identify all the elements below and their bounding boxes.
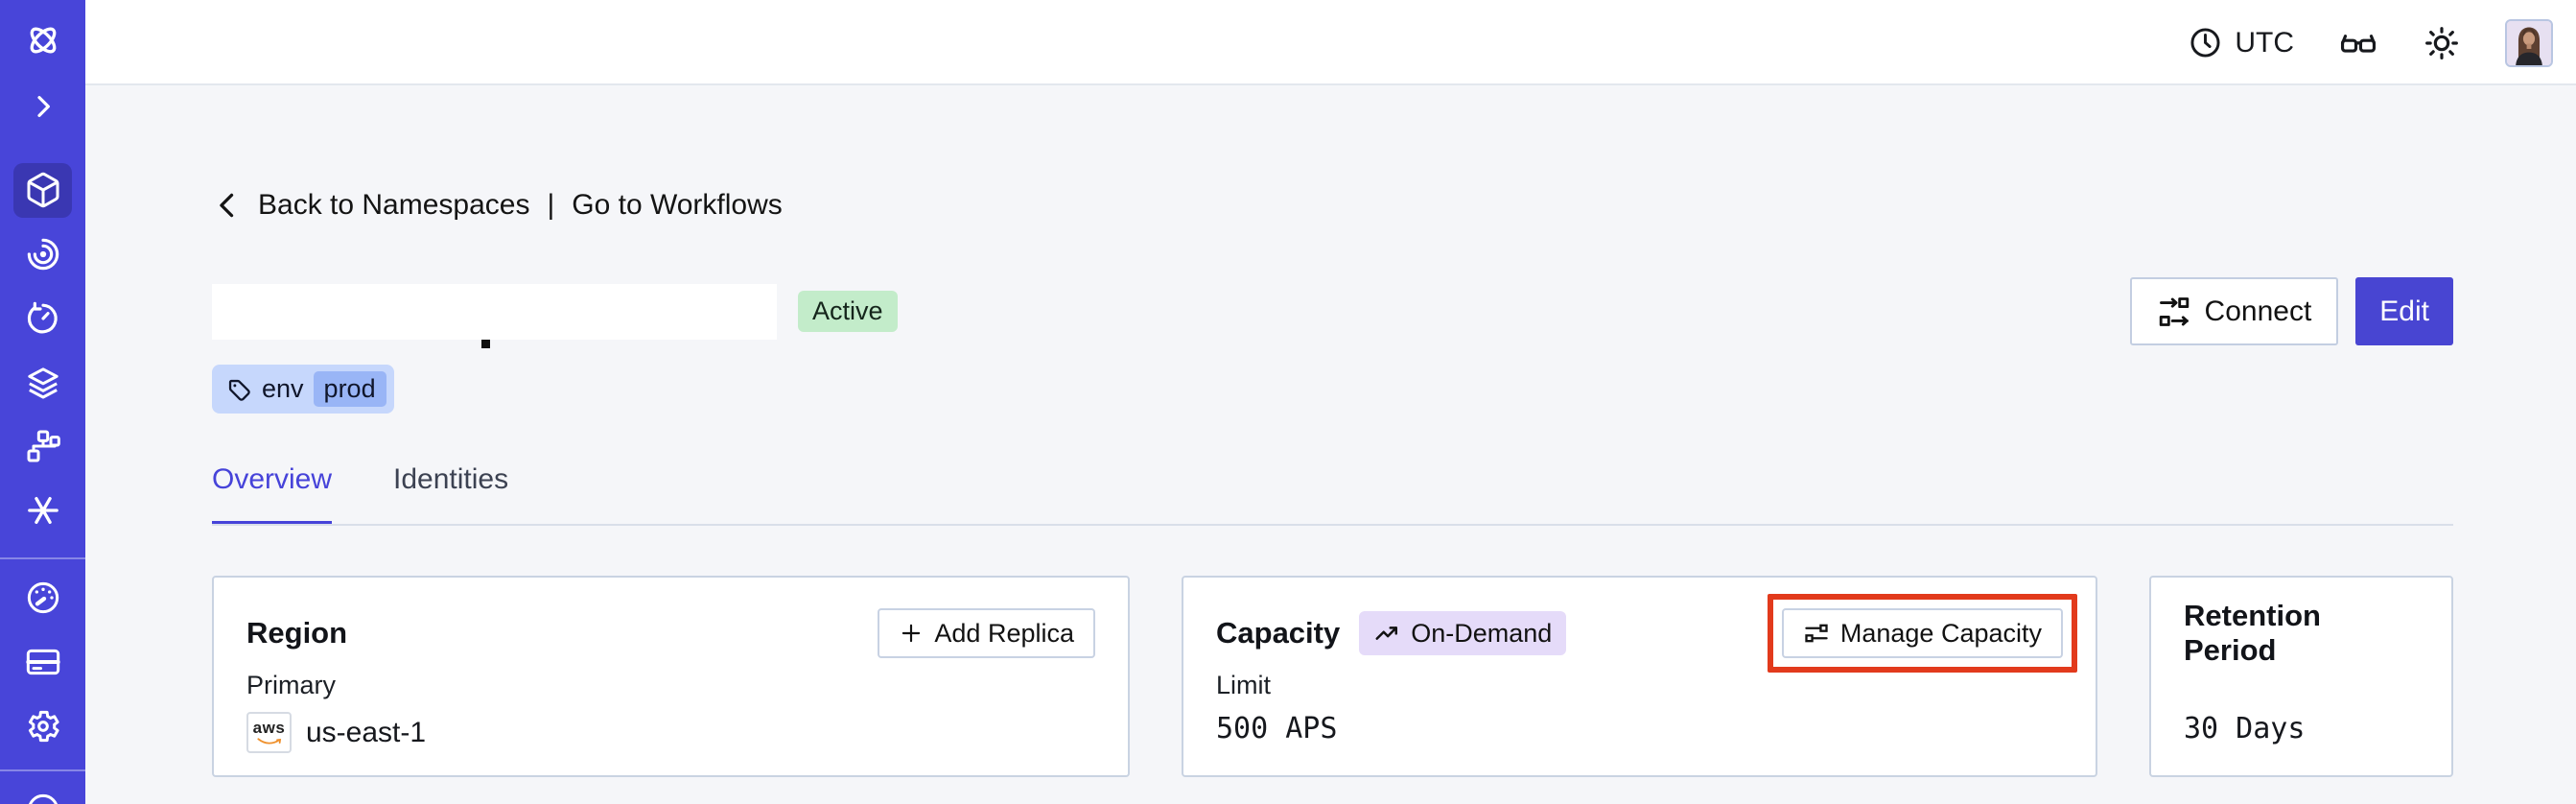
manage-capacity-button[interactable]: Manage Capacity [1781, 608, 2063, 658]
sidebar-divider [0, 557, 85, 559]
tab-identities[interactable]: Identities [393, 463, 509, 495]
clock-icon [2190, 28, 2220, 58]
retention-card: Retention Period 30 Days [2149, 576, 2453, 777]
connect-button[interactable]: Connect [2129, 277, 2339, 345]
namespace-header: Active Connect Edit [212, 277, 2453, 348]
spiral-icon [27, 238, 59, 271]
plus-icon [902, 624, 921, 643]
credit-card-icon [25, 649, 60, 675]
sidebar-item-namespaces[interactable] [0, 171, 85, 209]
labs-toggle[interactable] [2338, 23, 2378, 63]
tab-baseline-divider [212, 524, 2453, 526]
breadcrumb-separator: | [547, 189, 555, 221]
edit-button[interactable]: Edit [2355, 277, 2453, 345]
connect-flow-icon [2159, 296, 2189, 326]
sidebar-item-batch-operations[interactable] [0, 364, 85, 402]
tab-overview[interactable]: Overview [212, 463, 333, 526]
on-demand-badge: On-Demand [1359, 611, 1567, 655]
sidebar [0, 0, 85, 804]
capacity-field-label: Limit [1216, 671, 1272, 699]
flow-branch-icon [27, 430, 60, 462]
aws-smile-icon [256, 738, 281, 745]
sidebar-item-deployments[interactable] [0, 427, 85, 465]
temporal-logo-icon[interactable] [0, 21, 85, 59]
aws-logo-text: aws [252, 719, 286, 737]
expand-sidebar-chevron-icon[interactable] [0, 88, 85, 125]
sidebar-item-settings[interactable] [0, 707, 85, 745]
region-card: Region Add Replica Primary aws [212, 576, 1130, 777]
region-card-title: Region [246, 616, 348, 650]
namespace-name-redacted [212, 283, 777, 340]
status-badge: Active [798, 291, 898, 332]
namespace-name-fragment [481, 338, 490, 348]
profile-circle-icon [28, 793, 58, 804]
asterisk-icon [27, 497, 59, 524]
timezone-label: UTC [2235, 26, 2294, 59]
sidebar-item-billing[interactable] [0, 643, 85, 681]
breadcrumb-back-link[interactable]: Back to Namespaces [258, 189, 530, 221]
overview-cards: Region Add Replica Primary aws [212, 576, 2453, 777]
sidebar-item-workflows[interactable] [0, 235, 85, 273]
sliders-icon [1805, 624, 1828, 643]
retention-value: 30 Days [2184, 712, 2306, 745]
add-replica-label: Add Replica [934, 618, 1074, 648]
tags-row: env prod [212, 365, 2453, 414]
connect-button-label: Connect [2204, 295, 2312, 327]
glasses-icon [2340, 34, 2377, 53]
trending-up-icon [1375, 627, 1398, 640]
sidebar-item-schedules[interactable] [0, 299, 85, 338]
tag-key: env [262, 374, 304, 403]
sidebar-divider [0, 769, 85, 771]
cube-icon [27, 172, 59, 208]
breadcrumb: Back to Namespaces | Go to Workflows [212, 189, 2453, 222]
layers-icon [27, 367, 59, 399]
sidebar-item-profile[interactable] [0, 791, 85, 804]
chevron-left-icon[interactable] [212, 189, 245, 222]
annotation-highlight-box: Manage Capacity [1767, 594, 2077, 673]
sidebar-item-nexus[interactable] [0, 491, 85, 530]
capacity-card-title: Capacity [1216, 616, 1341, 650]
breadcrumb-forward-link[interactable]: Go to Workflows [572, 189, 783, 221]
sidebar-item-usage[interactable] [0, 579, 85, 617]
aws-provider-icon: aws [246, 712, 292, 753]
clock-reset-icon [27, 301, 58, 334]
avatar-image [2507, 20, 2551, 65]
namespace-tag[interactable]: env prod [212, 365, 394, 414]
retention-card-title: Retention Period [2184, 599, 2321, 667]
gauge-icon [27, 581, 59, 614]
add-replica-button[interactable]: Add Replica [878, 608, 1095, 658]
capacity-card: Capacity On-Demand [1182, 576, 2097, 777]
timezone-selector[interactable]: UTC [2188, 25, 2294, 60]
capacity-value: 500 APS [1216, 712, 1338, 745]
tag-icon [228, 379, 250, 401]
gear-icon [28, 710, 59, 743]
user-avatar[interactable] [2505, 18, 2553, 67]
theme-toggle[interactable] [2423, 24, 2461, 62]
sun-icon [2425, 26, 2458, 59]
tag-value: prod [313, 371, 386, 407]
region-value: us-east-1 [306, 716, 427, 748]
main-content: Back to Namespaces | Go to Workflows Act… [85, 87, 2576, 804]
on-demand-badge-label: On-Demand [1411, 618, 1553, 648]
manage-capacity-label: Manage Capacity [1839, 618, 2042, 648]
tab-bar: Overview Identities [212, 463, 2453, 526]
topbar: UTC [85, 0, 2576, 85]
region-field-label: Primary [246, 671, 336, 699]
